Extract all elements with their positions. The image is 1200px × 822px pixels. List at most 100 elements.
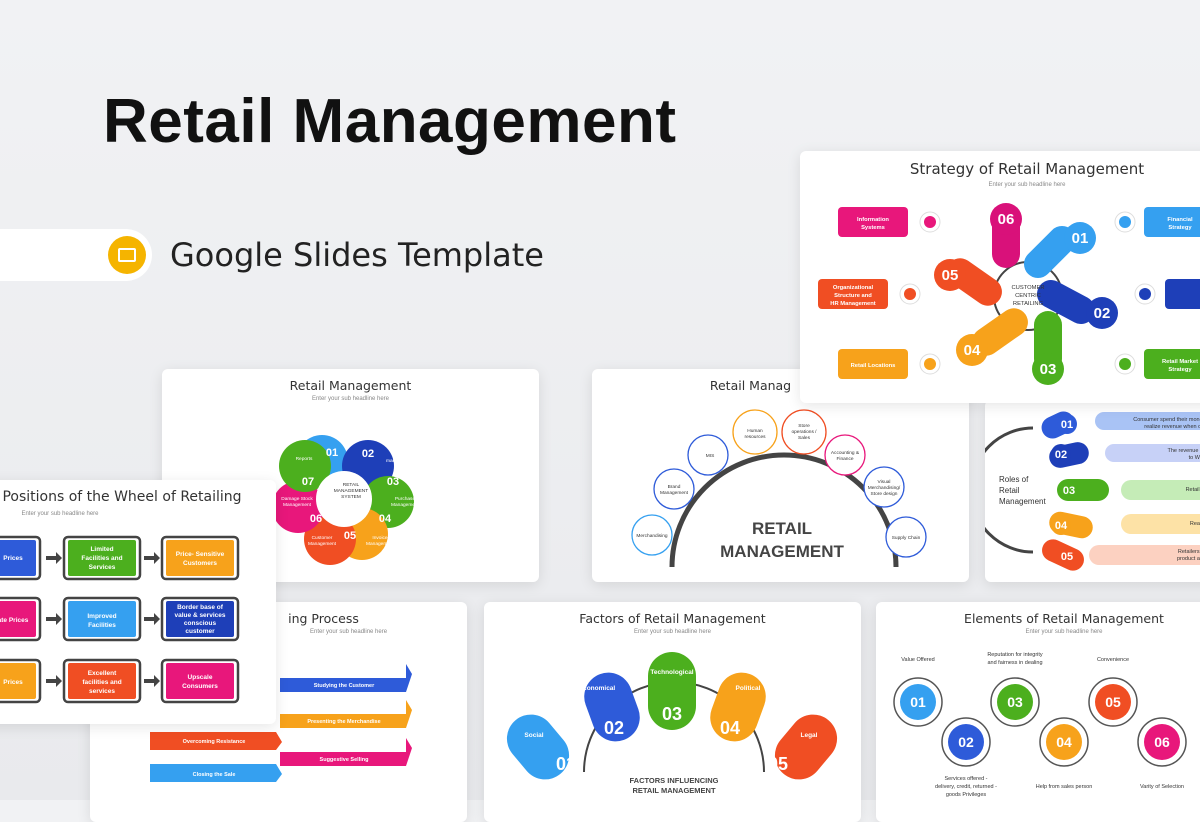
svg-text:Management: Management <box>336 431 365 437</box>
svg-text:Management: Management <box>283 502 312 508</box>
svg-text:04: 04 <box>720 718 740 738</box>
svg-text:Consumers: Consumers <box>182 683 218 690</box>
svg-text:Facilities and: Facilities and <box>81 555 122 562</box>
svg-text:CENTRIC: CENTRIC <box>1015 293 1041 299</box>
svg-text:03: 03 <box>662 704 682 724</box>
slide-subheadline: Enter your sub headline here <box>988 182 1066 188</box>
svg-text:Sales: Sales <box>798 435 811 441</box>
slide-title: ing Process <box>288 611 359 626</box>
svg-text:06: 06 <box>1154 734 1170 750</box>
svg-text:Border base of: Border base of <box>177 604 224 611</box>
svg-text:Organizational: Organizational <box>833 285 874 291</box>
svg-text:Management: Management <box>308 541 337 547</box>
svg-text:05: 05 <box>1105 694 1121 710</box>
svg-text:Reputation for integrity: Reputation for integrity <box>987 652 1043 658</box>
svg-text:05: 05 <box>344 530 356 542</box>
svg-text:Management: Management <box>660 490 689 496</box>
svg-text:Human: Human <box>747 428 763 434</box>
google-slides-icon <box>108 236 146 274</box>
svg-text:Merchandising: Merchandising <box>636 533 668 539</box>
svg-text:Services: Services <box>89 564 116 571</box>
svg-text:05: 05 <box>942 267 959 284</box>
svg-text:Retailers add value: Retailers add value <box>1178 549 1200 555</box>
svg-text:MANAGEMENT: MANAGEMENT <box>334 488 368 494</box>
slide-card-factors[interactable]: Factors of Retail Management Enter your … <box>484 602 861 822</box>
svg-text:realize revenue when consumers: realize revenue when consumers <box>1144 424 1200 430</box>
slide-title: Retail Manag <box>709 378 792 393</box>
svg-text:RETAILING: RETAILING <box>1013 301 1044 307</box>
svg-text:RETAIL: RETAIL <box>343 482 360 488</box>
svg-text:Facilities: Facilities <box>88 622 116 629</box>
svg-text:to Wholesalers: to Wholesalers <box>1189 455 1200 461</box>
svg-text:FACTORS INFLUENCING: FACTORS INFLUENCING <box>629 776 718 785</box>
svg-text:SYSTEM: SYSTEM <box>341 494 361 500</box>
svg-text:Financial: Financial <box>1167 217 1193 223</box>
factors-diagram: Social Economical Technological Politica… <box>506 652 838 795</box>
svg-text:Services offered -: Services offered - <box>944 776 987 782</box>
page-title: Retail Management <box>103 87 677 156</box>
svg-text:Customers: Customers <box>183 560 217 567</box>
svg-text:Reatil trends c: Reatil trends c <box>1190 521 1200 527</box>
svg-text:06: 06 <box>310 513 322 525</box>
svg-text:Roles of: Roles of <box>999 475 1029 484</box>
svg-text:01: 01 <box>1061 419 1073 431</box>
svg-text:Prices: Prices <box>3 679 23 686</box>
svg-text:05: 05 <box>1061 551 1073 563</box>
svg-text:Limited: Limited <box>90 546 113 553</box>
slide-subheadline: Enter your sub headline here <box>633 629 712 635</box>
svg-text:Stock: Stock <box>344 425 357 431</box>
svg-text:Visual: Visual <box>878 479 891 485</box>
svg-text:05: 05 <box>768 754 788 774</box>
svg-text:01: 01 <box>1072 230 1089 247</box>
svg-text:Reports: Reports <box>296 456 313 462</box>
svg-text:Systems: Systems <box>861 225 885 231</box>
svg-text:HR Management: HR Management <box>830 301 875 307</box>
slide-card-strategy[interactable]: Strategy of Retail Management Enter your… <box>800 151 1200 403</box>
svg-text:03: 03 <box>1040 361 1057 378</box>
slide-card-retail-management-cycle[interactable]: Retail Management Enter your sub headlin… <box>162 369 539 582</box>
slide-subheadline: Enter your sub headline here <box>310 629 388 635</box>
svg-text:02: 02 <box>1094 305 1111 322</box>
svg-text:Improved: Improved <box>87 613 116 620</box>
slide-card-elements[interactable]: Elements of Retail Management Enter your… <box>876 602 1200 822</box>
svg-text:Technological: Technological <box>650 669 693 676</box>
svg-text:CUSTOMER: CUSTOMER <box>1011 285 1044 291</box>
svg-text:conscious: conscious <box>184 620 217 627</box>
svg-text:Store design: Store design <box>871 491 898 497</box>
svg-text:02: 02 <box>958 734 974 750</box>
slide-title: Positions of the Wheel of Retailing <box>2 489 242 505</box>
selling-process-diagram: Studying the Customer Presenting the Mer… <box>150 664 412 782</box>
svg-text:Economical: Economical <box>579 685 616 692</box>
svg-text:Invoice: Invoice <box>372 535 388 541</box>
svg-text:resources: resources <box>744 434 766 440</box>
svg-text:Strategy: Strategy <box>1168 225 1192 231</box>
slide-subheadline: Enter your sub headline here <box>21 511 99 517</box>
svg-text:Brand: Brand <box>668 484 681 490</box>
svg-text:management: management <box>386 458 415 464</box>
slide-subheadline: Enter your sub headline here <box>311 396 390 402</box>
svg-text:Suggestive Selling: Suggestive Selling <box>320 757 369 763</box>
svg-text:Sales: Sales <box>394 452 407 458</box>
slide-title: Factors of Retail Management <box>579 611 766 626</box>
svg-text:Management: Management <box>391 502 420 508</box>
svg-text:Retail: Retail <box>999 486 1020 495</box>
svg-text:ate Prices: ate Prices <box>0 617 29 624</box>
svg-text:Political: Political <box>736 685 761 692</box>
slide-subheadline: Enter your sub headline here <box>1025 629 1103 635</box>
svg-text:Prices: Prices <box>3 555 23 562</box>
svg-text:Purchase: Purchase <box>395 496 416 502</box>
svg-text:01: 01 <box>556 754 576 774</box>
svg-text:Accounting &: Accounting & <box>831 450 860 456</box>
svg-text:02: 02 <box>604 718 624 738</box>
svg-text:Merchandising/: Merchandising/ <box>868 485 901 491</box>
svg-text:Excellent: Excellent <box>88 670 117 677</box>
svg-text:Structure and: Structure and <box>834 293 872 299</box>
slide-card-positions-wheel[interactable]: Positions of the Wheel of Retailing Ente… <box>0 480 276 724</box>
svg-text:Closing the Sale: Closing the Sale <box>193 772 236 778</box>
arch-center-label: RETAIL <box>752 519 812 538</box>
